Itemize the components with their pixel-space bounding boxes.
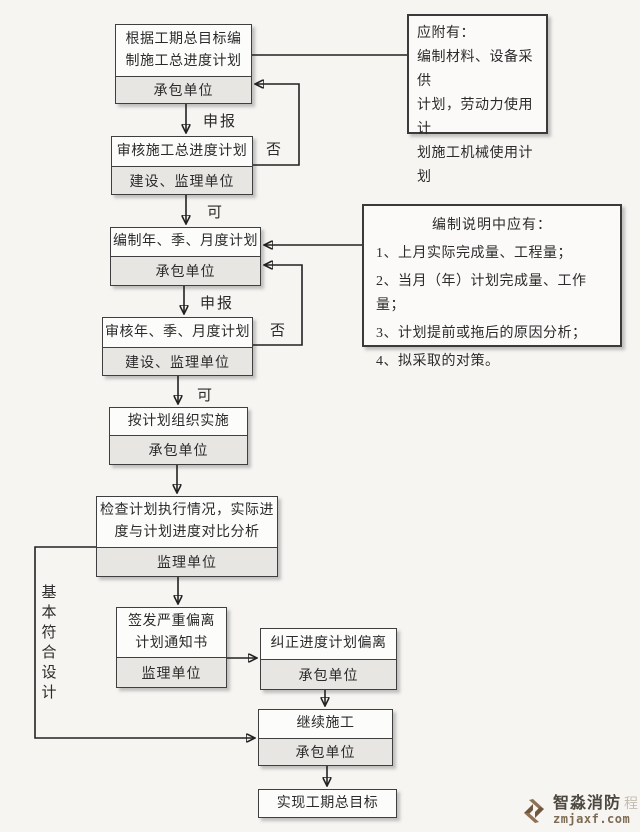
- step-review-master-schedule: 审核施工总进度计划 建设、监理单位: [111, 136, 253, 195]
- step-issue-deviation-notice: 签发严重偏离 计划通知书 监理单位: [116, 607, 227, 688]
- watermark-brand: 智淼消防: [552, 795, 621, 813]
- step-title: 实现工期总目标: [276, 795, 379, 811]
- step-title: 签发严重偏离 计划通知书: [128, 613, 215, 651]
- step-title: 根据工期总目标编 制施工总进度计划: [125, 31, 242, 69]
- label-declare-2: 申报: [200, 296, 235, 312]
- note-item: 4、拟采取的对策。: [376, 354, 500, 370]
- step-title: 审核年、季、月度计划: [105, 324, 250, 340]
- note-explanation: 编制说明中应有： 1、上月实际完成量、工程量； 2、当月（年）计划完成量、工作量…: [362, 204, 622, 369]
- step-actor: 承包单位: [111, 256, 260, 285]
- note-item: 1、上月实际完成量、工程量；: [376, 246, 572, 262]
- step-actor: 建设、监理单位: [112, 166, 252, 194]
- step-implement-plan: 按计划组织实施 承包单位: [109, 407, 248, 465]
- step-correct-deviation: 纠正进度计划偏离 承包单位: [260, 628, 397, 690]
- watermark: 智淼消防 程 zmjaxf.com: [519, 795, 638, 827]
- step-title: 检查计划执行情况，实际进 度与计划进度对比分析: [100, 503, 274, 540]
- step-actor: 监理单位: [97, 547, 277, 576]
- note-item: 2、当月（年）计划完成量、工作量；: [376, 274, 587, 314]
- step-continue-construction: 继续施工 承包单位: [258, 709, 393, 766]
- step-title: 纠正进度计划偏离: [270, 636, 387, 652]
- label-declare-1: 申报: [203, 114, 238, 130]
- label-yes-1: 可: [207, 205, 225, 221]
- note-title: 编制说明中应有：: [432, 218, 552, 233]
- step-actor: 承包单位: [259, 738, 392, 765]
- step-check-progress: 检查计划执行情况，实际进 度与计划进度对比分析 监理单位: [96, 496, 278, 577]
- note-item: 3、计划提前或拖后的原因分析；: [376, 326, 587, 342]
- watermark-domain: zmjaxf.com: [552, 812, 631, 827]
- step-actor: 承包单位: [116, 76, 251, 103]
- label-no-2: 否: [270, 323, 288, 339]
- step-achieve-goal: 实现工期总目标: [258, 789, 397, 818]
- label-no-1: 否: [266, 142, 284, 158]
- note-text: 应附有： 编制材料、设备采供 计划，劳动力使用计 划施工机械使用计 划: [417, 26, 533, 186]
- zhimiao-logo-icon: [523, 799, 544, 823]
- step-compile-master-schedule: 根据工期总目标编 制施工总进度计划 承包单位: [115, 24, 252, 104]
- step-review-periodic-plans: 审核年、季、月度计划 建设、监理单位: [102, 317, 253, 376]
- step-actor: 承包单位: [110, 435, 247, 464]
- note-attachments: 应附有： 编制材料、设备采供 计划，劳动力使用计 划施工机械使用计 划: [407, 14, 548, 185]
- step-compile-periodic-plans: 编制年、季、月度计划 承包单位: [110, 227, 261, 286]
- step-title: 审核施工总进度计划: [116, 143, 248, 159]
- step-title: 继续施工: [296, 716, 355, 732]
- watermark-faint-char: 程: [624, 795, 638, 812]
- step-actor: 监理单位: [117, 657, 226, 687]
- label-basically-conforms: 基 本 符 合 设 计: [41, 585, 57, 701]
- step-actor: 建设、监理单位: [103, 347, 252, 375]
- step-title: 按计划组织实施: [127, 413, 230, 429]
- label-yes-2: 可: [197, 388, 215, 404]
- step-actor: 承包单位: [261, 659, 396, 689]
- step-title: 编制年、季、月度计划: [113, 234, 258, 250]
